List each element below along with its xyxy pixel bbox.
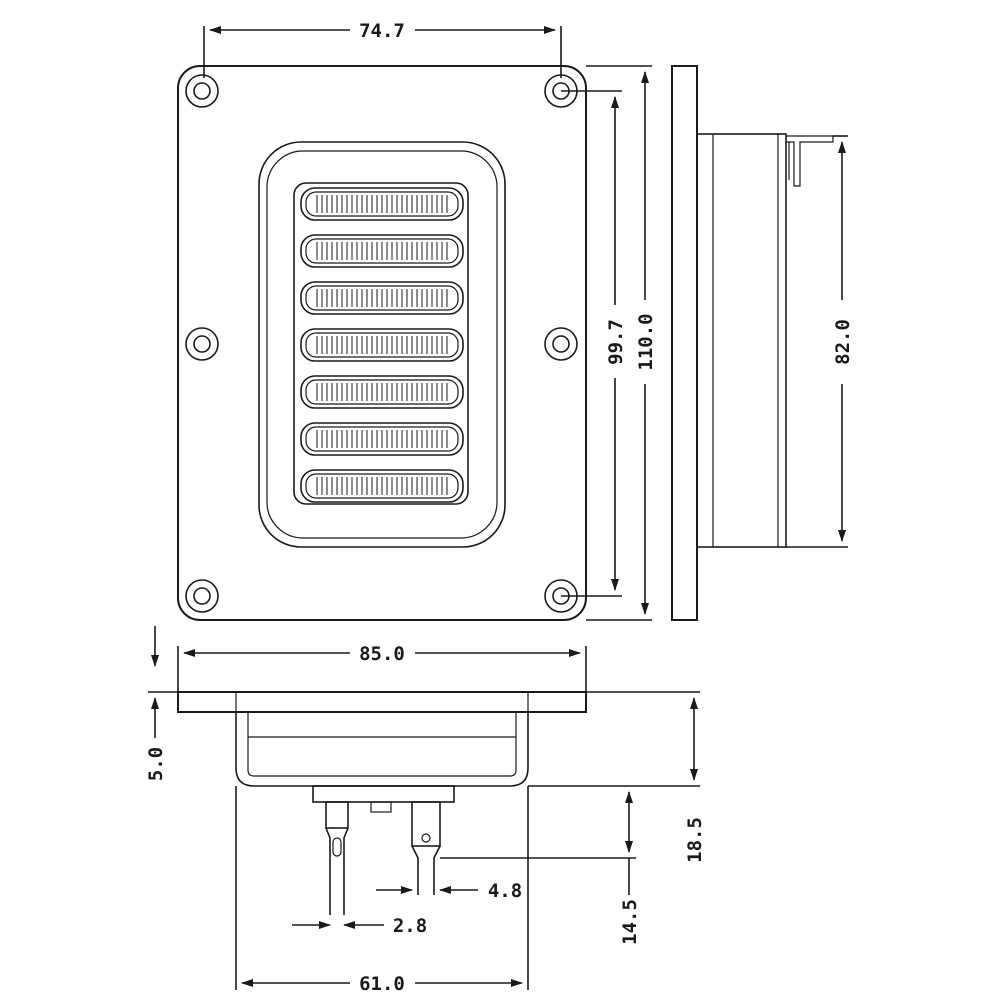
side-flange — [671, 65, 698, 621]
dim-label-61-0: 61.0 — [359, 973, 405, 995]
dimension-terminal-wide: 4.8 — [376, 880, 522, 902]
grille-frame — [293, 182, 469, 505]
grille-slot — [300, 281, 464, 315]
bottom-flange — [177, 691, 587, 713]
dimension-inner-hole-height: 99.7 — [561, 90, 627, 597]
bottom-view: 85.0 5.0 18.5 14.5 4.8 — [145, 626, 706, 995]
grille-slot — [300, 469, 464, 503]
terminal-left — [325, 801, 349, 915]
mounting-hole-top-left — [185, 74, 219, 108]
side-view: 82.0 — [671, 65, 854, 621]
dimension-top-hole-spacing: 74.7 — [203, 20, 562, 78]
grille-slot — [300, 422, 464, 456]
dimension-body-width: 61.0 — [235, 786, 529, 995]
terminal-block — [312, 785, 455, 803]
dim-label-110-0: 110.0 — [635, 313, 657, 370]
grille-slot — [300, 234, 464, 268]
grille-slot — [300, 187, 464, 221]
dimension-plate-width: 85.0 — [177, 643, 587, 692]
dimension-terminal-narrow: 2.8 — [292, 915, 427, 937]
dimension-flange-thickness: 5.0 — [145, 626, 178, 781]
bottom-body-inner — [247, 712, 517, 777]
dimension-body-depth-height: 82.0 — [786, 135, 854, 548]
terminal-center-tab — [370, 801, 392, 813]
mounting-plate — [177, 65, 587, 621]
faceplate-inner-frame — [266, 150, 498, 539]
grille-slot — [300, 375, 464, 409]
mounting-hole-bottom-left — [185, 579, 219, 613]
faceplate-outer-frame — [258, 141, 506, 548]
dim-label-74-7: 74.7 — [359, 20, 405, 42]
dim-label-5-0: 5.0 — [145, 747, 167, 781]
bottom-body — [235, 712, 529, 787]
dim-label-18-5: 18.5 — [684, 817, 706, 863]
dim-label-14-5: 14.5 — [619, 899, 641, 945]
dim-label-82-0: 82.0 — [832, 319, 854, 365]
dimension-plate-height: 110.0 — [586, 65, 657, 621]
grille-slot — [300, 328, 464, 362]
front-view: 74.7 99.7 110.0 — [177, 20, 657, 621]
dimension-total-depth: 18.5 — [528, 691, 706, 863]
dimension-terminal-length: 14.5 — [440, 791, 641, 945]
grille-slots — [300, 187, 464, 503]
side-body — [696, 133, 787, 548]
dim-label-85-0: 85.0 — [359, 643, 405, 665]
mounting-hole-mid-right — [544, 327, 578, 361]
terminal-right — [411, 801, 441, 895]
dim-label-2-8: 2.8 — [393, 915, 427, 937]
side-terminal — [786, 135, 834, 187]
dim-label-99-7: 99.7 — [605, 319, 627, 365]
dim-label-4-8: 4.8 — [488, 880, 522, 902]
mounting-hole-mid-left — [185, 327, 219, 361]
